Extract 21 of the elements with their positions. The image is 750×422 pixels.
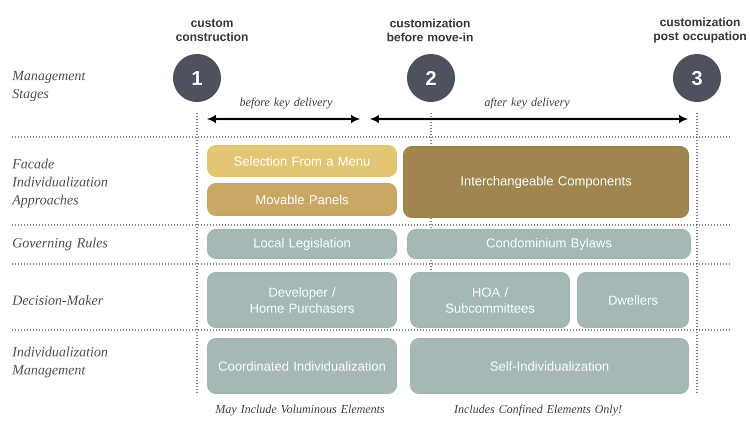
stage-caption: customization post occupation [654, 17, 746, 43]
category-box: Selection From a Menu [207, 145, 397, 177]
row-heading: Governing Rules [12, 238, 108, 250]
row-heading: Individualization Management [12, 346, 108, 378]
note-text: May Include Voluminous Elements [215, 404, 384, 416]
category-box: Dwellers [577, 272, 689, 328]
span-label: before key delivery [240, 97, 332, 108]
category-box: HOA / Subcommittees [410, 272, 570, 328]
category-box: Local Legislation [207, 228, 397, 259]
row-heading: Decision-Maker [12, 295, 104, 305]
category-box: Developer / Home Purchasers [207, 272, 397, 328]
category-box: Movable Panels [207, 182, 397, 216]
category-box: Self-Individualization [410, 338, 689, 394]
category-box: Condominium Bylaws [407, 228, 691, 259]
row-heading: Facade Individualization Approaches [11, 158, 108, 208]
span-label: after key delivery [484, 97, 570, 108]
category-box: Interchangeable Components [403, 146, 689, 218]
category-box: Coordinated Individualization [207, 338, 397, 394]
stage-caption: customization before move-in [387, 18, 473, 42]
stage-caption: custom construction [176, 19, 248, 41]
row-heading: Management Stages [12, 70, 86, 102]
